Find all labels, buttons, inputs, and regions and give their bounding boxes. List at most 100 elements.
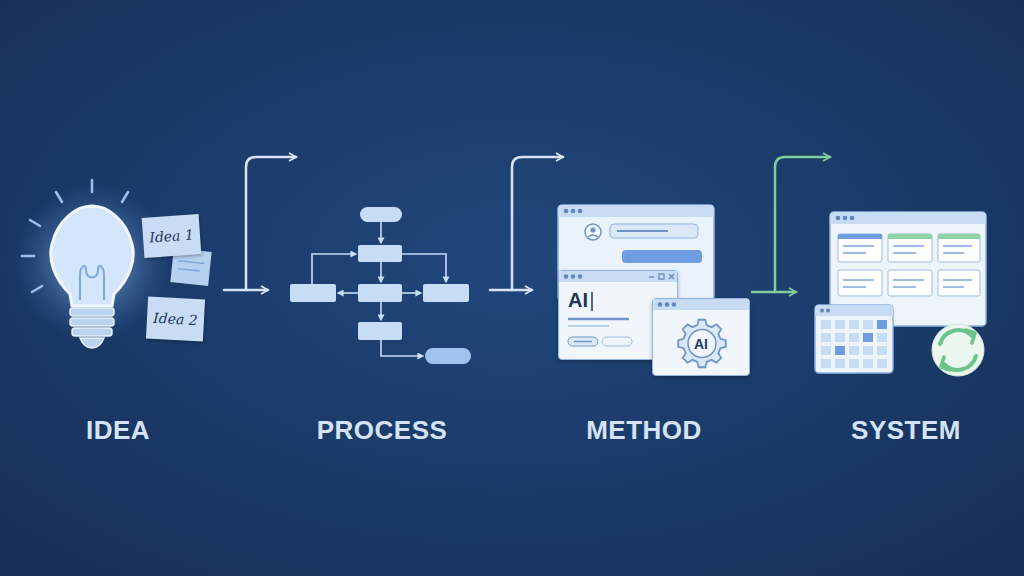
calendar: [849, 333, 859, 342]
calendar: [849, 359, 859, 368]
calendar: [820, 309, 824, 313]
kanban-board: [943, 252, 964, 254]
kanban-board: [943, 245, 972, 247]
calendar: [863, 359, 873, 368]
flowchart: [360, 207, 402, 222]
kanban-board: [943, 286, 964, 288]
kanban-board: [943, 279, 972, 281]
lightbulb: [91, 180, 94, 192]
kanban-board: [888, 270, 932, 296]
flowchart: [380, 222, 382, 243]
lightbulb: [70, 318, 114, 326]
cycle-icon: [932, 324, 984, 376]
kanban-board: [843, 286, 866, 288]
sticky-note: [179, 261, 205, 264]
window-chrome: [568, 318, 629, 321]
calendar: [835, 359, 845, 368]
sticky-note: Idea 2: [146, 297, 205, 342]
calendar: [821, 333, 831, 342]
stage-label: METHOD: [586, 415, 702, 446]
flowchart: [290, 284, 336, 302]
kanban-board: [893, 252, 916, 254]
kanban-board: [830, 212, 986, 224]
gear-window: AI: [652, 298, 750, 376]
kanban-board: [838, 234, 980, 296]
chat-window: [588, 235, 598, 237]
window-chrome: [672, 302, 676, 306]
calendar: [821, 320, 831, 329]
stage-label: PROCESS: [317, 415, 448, 446]
calendar: [863, 346, 873, 355]
lightbulb: [30, 220, 40, 226]
kanban-board: [938, 234, 980, 262]
chat-window: [564, 209, 569, 214]
cycle-icon: [932, 324, 984, 376]
window-chrome: [578, 274, 582, 278]
sticky-note: [178, 261, 205, 272]
chat-window: [578, 209, 583, 214]
chat-window: [571, 209, 576, 214]
kanban-board: [836, 216, 841, 221]
kanban-board: [888, 234, 932, 239]
stage-arrow: [224, 157, 563, 290]
window-chrome: [658, 302, 662, 306]
ai-text: AI: [653, 336, 749, 352]
kanban-board: [938, 270, 980, 296]
kanban-board: [893, 279, 924, 281]
calendar: [849, 346, 859, 355]
lightbulb: [70, 308, 114, 316]
stage-arrow: [512, 157, 563, 290]
flowchart: [358, 284, 402, 302]
flowchart: [423, 284, 469, 302]
calendar: [877, 320, 887, 329]
flowchart: [358, 245, 402, 262]
note-text: Idea 1: [149, 226, 194, 245]
kanban-board: [843, 216, 848, 221]
calendar: [877, 333, 887, 342]
window-chrome: [559, 271, 677, 282]
kanban-board: [843, 252, 866, 254]
calendar: [815, 305, 893, 373]
chat-window: [585, 224, 601, 240]
kanban-board: [838, 270, 882, 296]
window-chrome: [574, 341, 592, 343]
window-chrome: [571, 274, 575, 278]
calendar: [815, 305, 893, 316]
cycle-icon: [966, 330, 975, 343]
calendar: [821, 346, 831, 355]
kanban-board: [850, 216, 855, 221]
calendar: [821, 320, 887, 368]
flowchart: [380, 302, 382, 320]
flowchart: [358, 322, 402, 340]
calendar: [821, 359, 831, 368]
flowchart: [425, 348, 471, 364]
kanban-board: [938, 234, 980, 239]
window-chrome: [591, 292, 593, 311]
stage-arrow: [775, 157, 830, 292]
note-text: Idea 2: [153, 310, 198, 328]
window-chrome: [649, 276, 654, 277]
flowchart: [402, 254, 446, 282]
calendar: [877, 346, 887, 355]
window-chrome: [602, 337, 632, 346]
stage-arrow: [246, 157, 296, 290]
kanban-board: [838, 234, 882, 262]
calendar: [849, 320, 859, 329]
kanban-board: [893, 245, 924, 247]
calendar: [826, 309, 830, 313]
ai-text: AI: [568, 289, 588, 312]
chat-window: [558, 205, 714, 217]
cycle-icon: [941, 357, 950, 370]
calendar: [835, 346, 845, 355]
window-chrome: [564, 274, 568, 278]
chat-window: [622, 250, 702, 263]
chat-window: [617, 230, 668, 232]
window-chrome: [659, 274, 664, 279]
calendar: [835, 333, 845, 342]
calendar: [815, 305, 893, 373]
flowchart: [338, 292, 358, 294]
window-chrome: [568, 337, 598, 346]
